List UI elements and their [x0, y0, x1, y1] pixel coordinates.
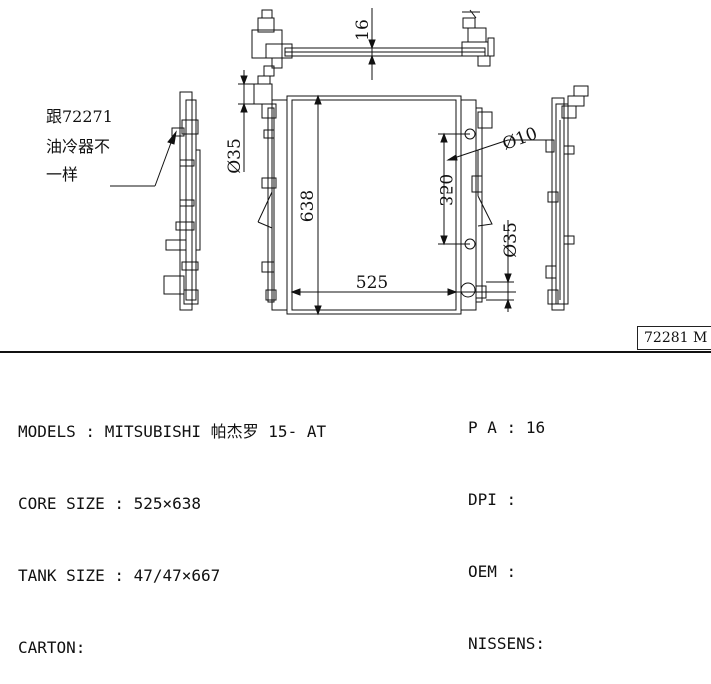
- core-value: 525×638: [133, 494, 202, 513]
- models-value: MITSUBISHI 帕杰罗 15- AT: [104, 422, 327, 441]
- dim-oil-cooler-spacing: 350: [435, 174, 455, 206]
- dim-left-pipe: Ø35: [225, 138, 245, 174]
- models-label: MODELS: [18, 422, 76, 441]
- core-label: CORE SIZE: [18, 494, 105, 513]
- dim-oil-cooler-pipe: Ø10: [500, 124, 540, 155]
- dim-right-pipe: Ø35: [501, 222, 521, 258]
- note-line-3: 一样: [46, 165, 78, 184]
- right-side-view: [545, 85, 589, 311]
- oem-label: OEM: [468, 562, 497, 581]
- spec-nissens: NISSENS:: [468, 632, 545, 656]
- spec-models: MODELS : MITSUBISHI 帕杰罗 15- AT: [18, 422, 327, 441]
- spec-core-size: CORE SIZE : 525×638: [18, 494, 202, 513]
- dim-width: 525: [356, 273, 388, 293]
- left-side-view: [110, 91, 201, 311]
- tank-label: TANK SIZE: [18, 566, 105, 585]
- top-view: [251, 8, 495, 80]
- note-line-1: 跟72271: [46, 107, 113, 126]
- dim-top-gap: 16: [353, 19, 373, 41]
- pa-value: 16: [525, 418, 546, 437]
- spec-list-right: P A : 16 DPI : OEM : NISSENS:: [468, 368, 545, 680]
- radiator-technical-drawing: 16 Ø35 638 525 350 Ø10 Ø35 跟72271 油冷器不 一…: [46, 8, 589, 316]
- spec-carton: CARTON:: [18, 636, 326, 660]
- spec-tank-size: TANK SIZE : 47/47×667: [18, 566, 221, 585]
- tank-value: 47/47×667: [133, 566, 221, 585]
- drawing-code-box: 72281 M: [637, 326, 711, 350]
- pa-label: P A: [468, 418, 497, 437]
- dim-height: 638: [298, 190, 318, 222]
- spec-list-left: MODELS : MITSUBISHI 帕杰罗 15- AT CORE SIZE…: [18, 372, 326, 684]
- dpi-label: DPI: [468, 490, 497, 509]
- front-view: [238, 65, 548, 316]
- spec-pa: P A : 16: [468, 418, 546, 437]
- carton-label: CARTON:: [18, 638, 86, 657]
- spec-oem: OEM :: [468, 562, 517, 581]
- note-line-2: 油冷器不: [46, 137, 110, 156]
- spec-dpi: DPI :: [468, 490, 517, 509]
- nissens-label: NISSENS:: [468, 634, 546, 653]
- divider-line: [0, 351, 711, 353]
